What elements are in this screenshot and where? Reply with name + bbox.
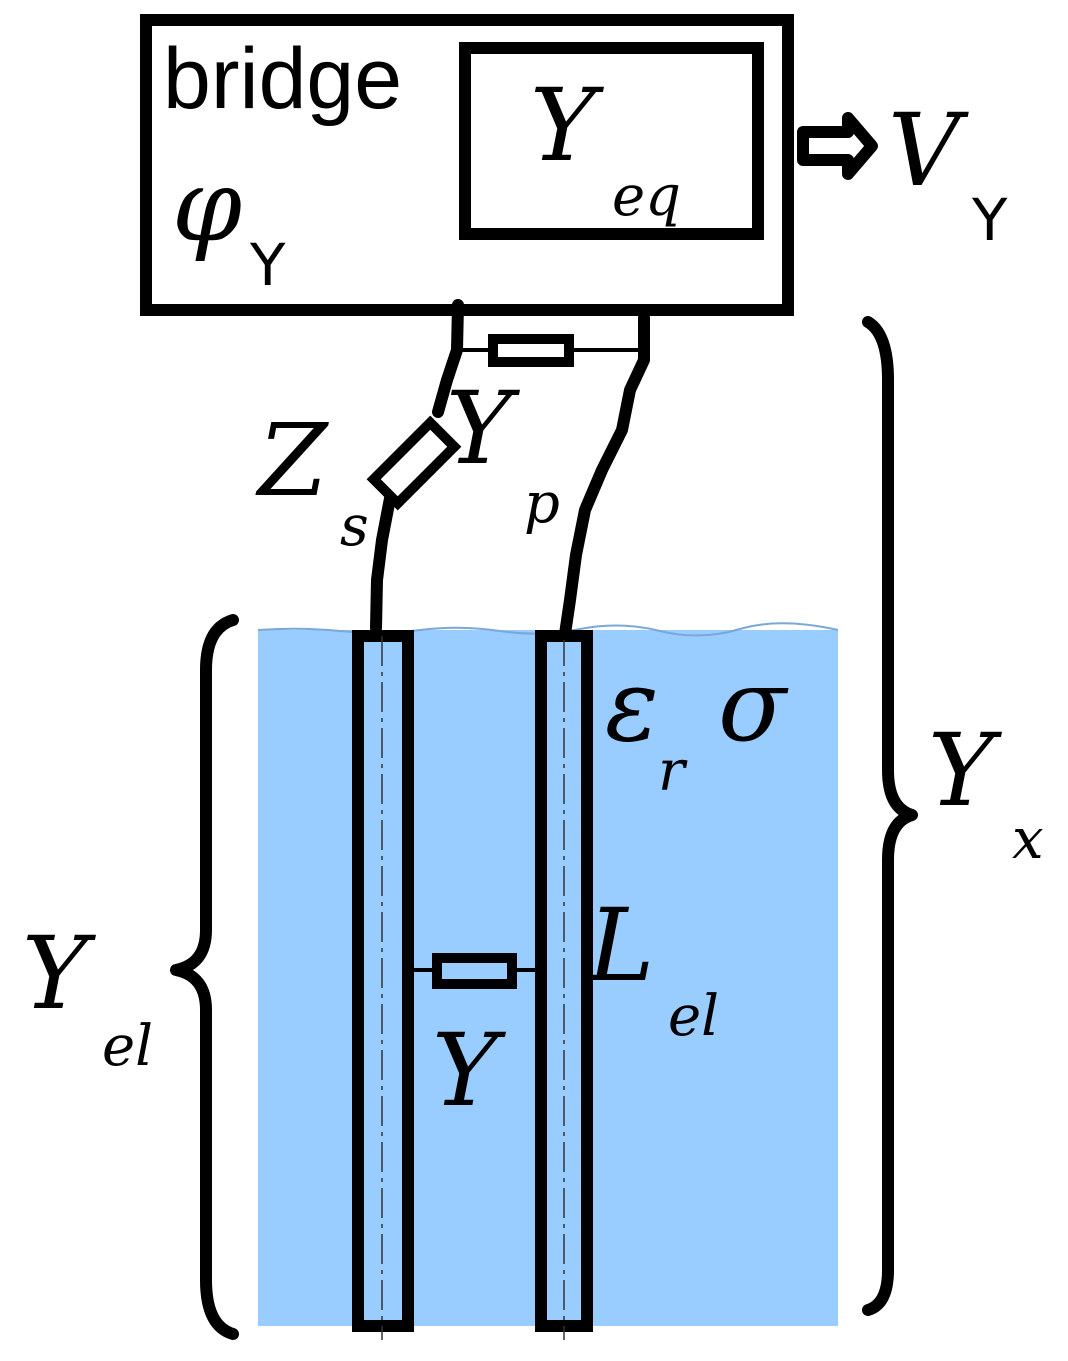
eq-subscript: eq xyxy=(612,164,681,229)
output-arrow-icon xyxy=(797,112,878,180)
series-impedance-subscript: s xyxy=(340,494,369,559)
eq-symbol: Y xyxy=(530,67,604,184)
left-brace xyxy=(170,614,239,1340)
bridge-label: bridge xyxy=(163,31,402,127)
total-admittance-symbol: Y xyxy=(928,712,1002,829)
left-cable xyxy=(432,299,464,418)
electrode-system-subscript: el xyxy=(102,1014,153,1079)
left-cable-lower xyxy=(370,482,398,634)
electrode-length-subscript: el xyxy=(668,984,719,1049)
output-subscript: Y xyxy=(971,186,1008,254)
output-symbol: V xyxy=(888,92,969,209)
cable-parallel-resistor xyxy=(458,334,644,367)
electrode-system-symbol: Y xyxy=(22,915,96,1032)
electrode-admittance-resistor xyxy=(408,953,541,989)
right-brace xyxy=(862,316,918,1316)
left-electrode xyxy=(352,630,414,1340)
cable-series-impedance xyxy=(366,415,462,511)
permittivity-symbol: ε xyxy=(605,647,659,764)
eq-box xyxy=(459,42,764,240)
electrode-length-symbol: L xyxy=(586,887,654,1004)
right-cable xyxy=(559,312,650,640)
total-admittance-subscript: x xyxy=(1012,807,1044,872)
permittivity-subscript: r xyxy=(658,739,688,804)
series-impedance-symbol: Z xyxy=(255,402,329,519)
phase-subscript: Y xyxy=(249,231,286,299)
parallel-admittance-subscript: p xyxy=(524,471,560,536)
parallel-admittance-symbol: Y xyxy=(446,370,520,487)
electrode-admittance-symbol: Y xyxy=(432,1012,506,1129)
phase-symbol: φ xyxy=(172,147,242,264)
right-electrode xyxy=(535,630,593,1340)
conductivity-symbol: σ xyxy=(718,647,789,764)
